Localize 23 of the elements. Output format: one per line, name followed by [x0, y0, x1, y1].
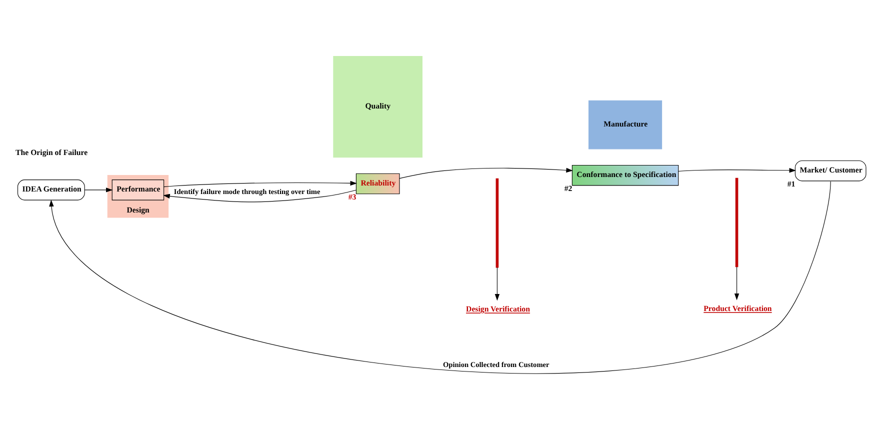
arrow	[678, 168, 796, 172]
node-box: Performance	[112, 179, 164, 200]
node-box: IDEA Generation	[17, 179, 85, 200]
arrow	[399, 167, 573, 178]
node-box: Manufacture	[588, 100, 662, 149]
node-bar	[735, 177, 738, 267]
arrow	[734, 266, 740, 300]
node-box: Quality	[333, 55, 422, 158]
node-label: #3	[348, 192, 356, 202]
node-box: Conformance to Specification	[572, 164, 679, 186]
arrow	[84, 187, 113, 192]
node-box: Reliability	[356, 172, 400, 194]
arrow	[163, 189, 356, 202]
node-box: Market/ Customer	[794, 160, 866, 181]
arrow	[49, 180, 831, 374]
label: The Origin of Failure	[16, 147, 88, 156]
arrow	[494, 266, 500, 300]
node-label: #1	[787, 179, 796, 188]
node-bar	[496, 178, 499, 268]
arrow	[164, 180, 358, 187]
node-text: Design Verification	[466, 304, 530, 314]
node-label: #2	[564, 184, 572, 193]
node-text: Product Verification	[704, 304, 772, 313]
